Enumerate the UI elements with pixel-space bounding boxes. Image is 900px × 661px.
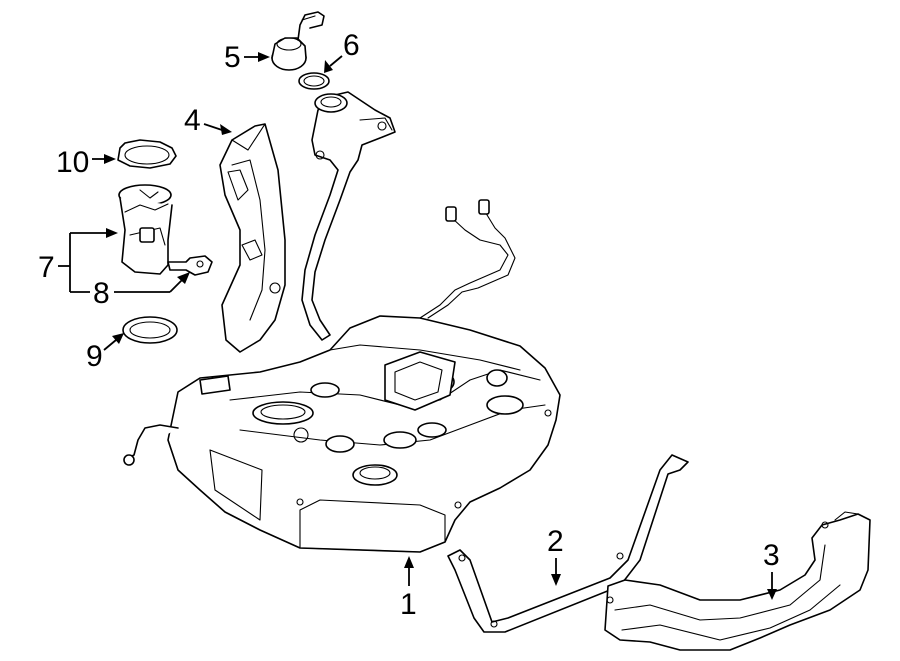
- fuel-pump-7: [118, 184, 173, 275]
- callout-label-6: 6: [343, 29, 360, 62]
- cap-seal-6: [298, 72, 330, 90]
- callout-label-7: 7: [38, 251, 55, 284]
- callout-label-1: 1: [400, 588, 417, 621]
- callout-label-8: 8: [93, 277, 110, 310]
- callout-label-5: 5: [224, 41, 241, 74]
- callout-10: 10: [56, 146, 116, 179]
- callout-label-4: 4: [184, 104, 201, 137]
- callout-4: 4: [184, 104, 232, 137]
- callout-7: 7: [38, 228, 118, 293]
- callout-label-2: 2: [547, 525, 564, 558]
- callout-2: 2: [547, 525, 564, 586]
- callout-label-3: 3: [763, 539, 780, 572]
- callout-3: 3: [763, 539, 780, 600]
- pump-seal-10: [117, 139, 177, 169]
- tank-strap-2: [447, 454, 689, 633]
- filler-shield-4: [219, 123, 286, 353]
- lock-ring-9: [122, 316, 178, 344]
- callout-9: 9: [86, 333, 124, 373]
- fuel-level-sensor-8: [167, 255, 213, 276]
- callout-label-10: 10: [56, 146, 89, 179]
- callout-1: 1: [400, 556, 417, 621]
- callout-8: 8: [93, 272, 190, 310]
- callout-5: 5: [224, 41, 270, 74]
- heat-shield-3: [604, 511, 871, 651]
- callout-label-9: 9: [86, 340, 103, 373]
- fuel-tank: [123, 199, 561, 553]
- callout-6: 6: [324, 29, 360, 73]
- filler-neck: [301, 91, 396, 341]
- fuel-cap-5: [271, 11, 325, 71]
